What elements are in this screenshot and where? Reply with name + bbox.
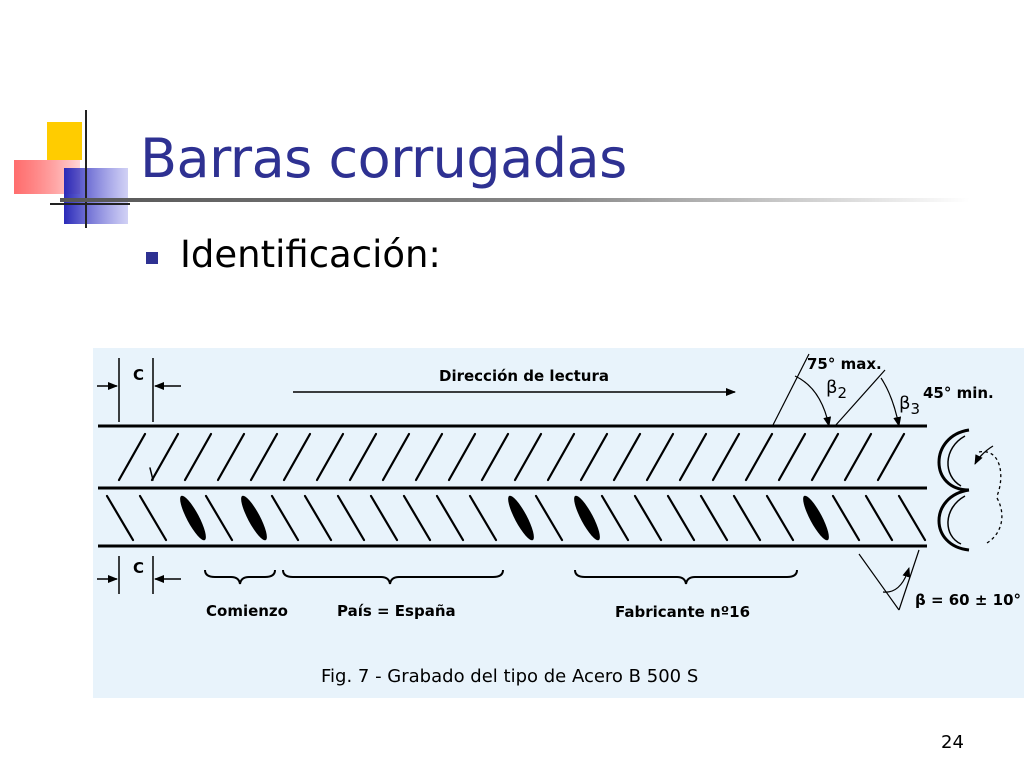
label-manufacturer: Fabricante nº16 — [615, 603, 750, 621]
rib-top — [777, 432, 807, 482]
rib-top — [513, 432, 543, 482]
rib-top — [546, 432, 576, 482]
rib-top — [381, 432, 411, 482]
rib-bottom — [138, 494, 168, 542]
rib-bottom — [468, 494, 498, 542]
rib-top — [711, 432, 741, 482]
rib-top — [149, 467, 154, 481]
page-number: 24 — [941, 732, 964, 753]
bullet-identificacion: Identificación: — [180, 233, 441, 276]
rebar-cross-section-lower — [937, 488, 970, 552]
rib-top — [282, 432, 312, 482]
rib-top — [579, 432, 609, 482]
rib-top — [612, 432, 642, 482]
rib-bottom — [534, 494, 564, 542]
rebar-top-ribs — [117, 432, 906, 482]
rib-bottom — [765, 494, 795, 542]
bullet-marker — [146, 252, 158, 264]
rib-top — [150, 432, 180, 482]
reading-direction-label: Dirección de lectura — [439, 367, 609, 385]
rib-top — [876, 432, 906, 482]
page-title: Barras corrugadas — [140, 127, 627, 190]
blue-block — [64, 168, 128, 224]
rib-mark — [241, 495, 267, 541]
rib-bottom — [633, 494, 663, 542]
brace-manufacturer — [574, 569, 798, 585]
beta3-label: β3 — [899, 393, 920, 418]
angle-max-label: 75° max. — [807, 355, 882, 373]
rib-top — [480, 432, 510, 482]
rib-top — [315, 432, 345, 482]
figure-caption: Fig. 7 - Grabado del tipo de Acero B 500… — [321, 666, 698, 687]
rib-mark — [508, 495, 534, 541]
rib-bottom — [105, 494, 135, 542]
rib-top — [414, 432, 444, 482]
rib-top — [843, 432, 873, 482]
rib-mark — [574, 495, 600, 541]
rib-top — [348, 432, 378, 482]
rib-top — [645, 432, 675, 482]
beta-value-label: β = 60 ± 10° — [915, 591, 1021, 609]
rib-bottom — [270, 494, 300, 542]
rib-bottom — [402, 494, 432, 542]
rib-bottom — [897, 494, 927, 542]
rib-top — [447, 432, 477, 482]
label-country: País = España — [337, 602, 456, 620]
rib-top — [216, 432, 246, 482]
title-underline — [60, 198, 970, 202]
rebar-cross-section-upper — [937, 428, 970, 492]
c-label-top: C — [133, 366, 144, 384]
rebar-diagram: C Dirección de lectura 75° max. β2 β3 45… — [97, 353, 1021, 687]
rib-top — [183, 432, 213, 482]
beta2-label: β2 — [826, 377, 847, 402]
rib-bottom — [831, 494, 861, 542]
rib-top — [117, 432, 147, 482]
label-start: Comienzo — [206, 602, 288, 620]
rib-top — [249, 432, 279, 482]
rib-bottom — [303, 494, 333, 542]
rib-bottom — [336, 494, 366, 542]
c-label-bottom: C — [133, 559, 144, 577]
rib-top — [678, 432, 708, 482]
rib-bottom — [435, 494, 465, 542]
rib-bottom — [204, 494, 234, 542]
rib-bottom — [369, 494, 399, 542]
rib-bottom — [732, 494, 762, 542]
rib-bottom — [666, 494, 696, 542]
rib-top — [744, 432, 774, 482]
brace-start — [204, 569, 276, 585]
rib-mark — [803, 495, 829, 541]
brace-country — [282, 569, 504, 585]
rib-mark — [180, 495, 206, 541]
rebar-identification-figure: C Dirección de lectura 75° max. β2 β3 45… — [93, 348, 1024, 698]
angle-min-label: 45° min. — [923, 384, 994, 402]
rib-bottom — [699, 494, 729, 542]
title-decoration — [14, 110, 130, 228]
rebar-bottom-ribs — [105, 494, 927, 542]
rib-top — [810, 432, 840, 482]
rib-bottom — [864, 494, 894, 542]
rib-bottom — [600, 494, 630, 542]
yellow-square — [47, 122, 82, 160]
